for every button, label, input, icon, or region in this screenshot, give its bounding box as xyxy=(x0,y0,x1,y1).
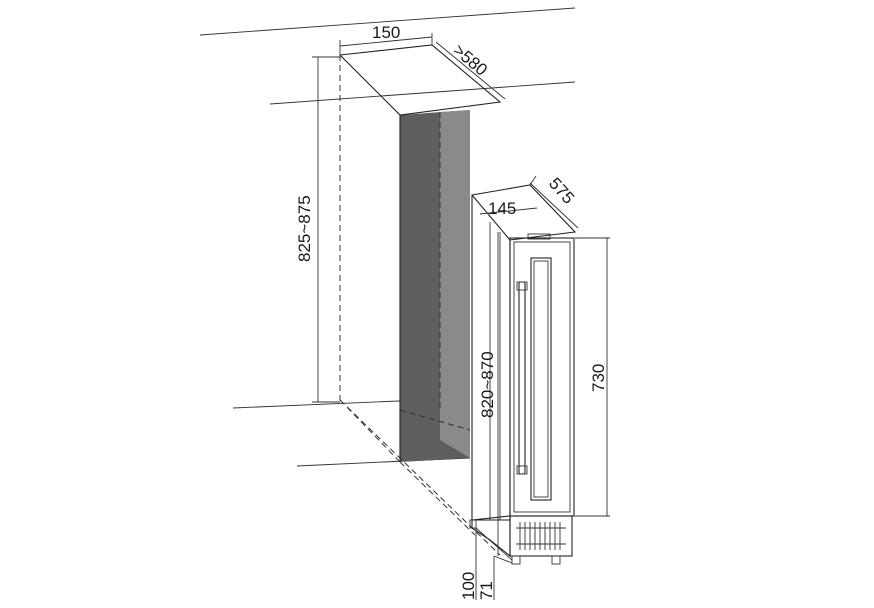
niche-width-label: 150 xyxy=(372,23,400,42)
wall-mid-line xyxy=(269,81,576,105)
niche-height-label: 825~875 xyxy=(295,195,314,262)
door-glass-inner xyxy=(533,260,549,498)
niche-top-outline xyxy=(339,44,502,116)
front-left-foot xyxy=(511,555,521,565)
handle-top-mount xyxy=(516,281,528,291)
niche-side-wall xyxy=(440,110,470,458)
appliance-depth-ext-top xyxy=(529,175,537,186)
plinth xyxy=(509,515,573,557)
niche-depth-label: >580 xyxy=(449,41,491,80)
appliance-width-dim-line xyxy=(479,207,538,215)
niche-depth-dim-line xyxy=(435,41,506,100)
door-height-label: 730 xyxy=(589,364,608,392)
door-handle[interactable] xyxy=(518,281,526,475)
foot-ext-line xyxy=(493,555,513,564)
niche xyxy=(339,44,502,556)
ventilation-grille xyxy=(516,522,566,550)
handle-bottom-mount xyxy=(516,465,528,475)
total-height-label: 820~870 xyxy=(478,351,497,418)
rear-foot xyxy=(469,519,477,529)
base-height-label: 100 xyxy=(459,572,478,600)
appliance-depth-label: 575 xyxy=(545,174,578,208)
cabinet-top-front-edge xyxy=(471,194,511,241)
niche-depth-guide xyxy=(399,461,476,536)
door-inner-frame xyxy=(513,241,571,513)
foot-height-label: 71 xyxy=(477,581,496,600)
base-ext-line xyxy=(475,527,513,561)
door-glass xyxy=(530,257,552,501)
front-right-foot xyxy=(551,555,561,565)
top-hinge xyxy=(527,233,551,240)
appliance-depth-dim-line xyxy=(529,182,579,229)
wine-cooler xyxy=(469,184,577,565)
plinth-side xyxy=(471,515,511,558)
appliance-width-label: 145 xyxy=(488,199,516,218)
wall-top-line xyxy=(199,7,576,36)
niche-floor-hidden xyxy=(399,409,471,431)
niche-width-dim-line xyxy=(339,36,433,47)
